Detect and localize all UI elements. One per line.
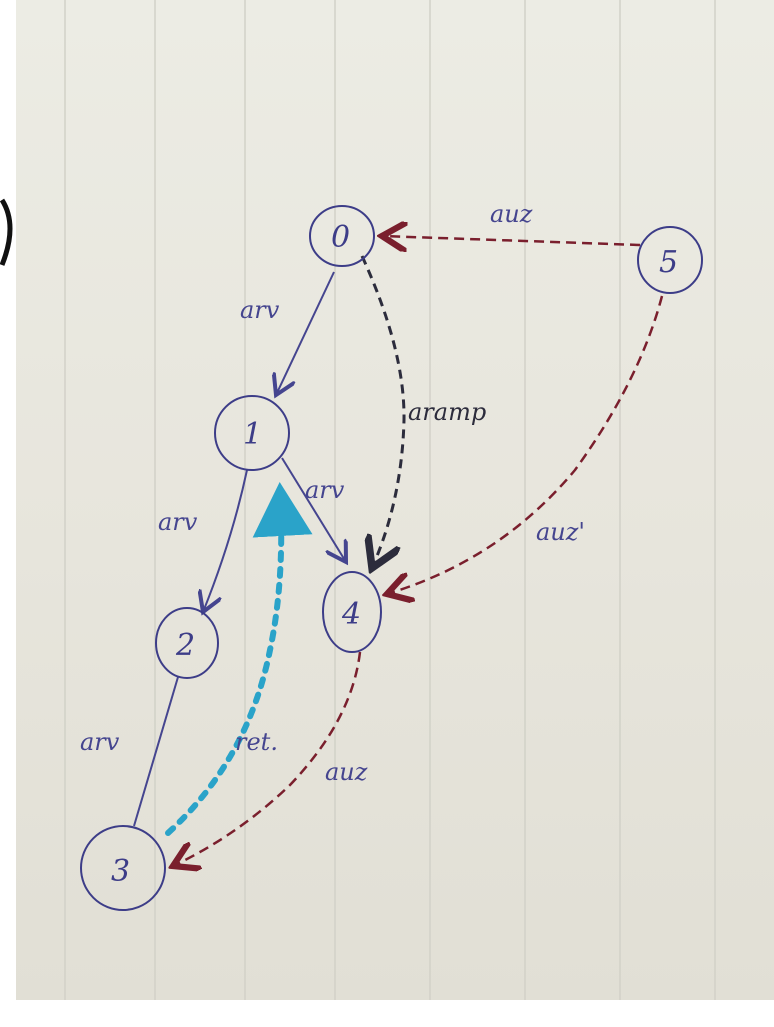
edge-4-3: auz <box>173 651 368 866</box>
edge-stroke-mark <box>0 198 13 266</box>
graph-node-3: 3 <box>80 825 166 911</box>
edge-label-3-1: ret. <box>235 728 278 756</box>
paper-rulings <box>64 0 716 1000</box>
graph-node-5: 5 <box>637 226 703 294</box>
edge-label-0-4: aramp <box>408 398 486 426</box>
edge-label-1-2: arv <box>158 508 198 536</box>
edge-label-0-1: arv <box>240 296 280 324</box>
edge-1-4: arv <box>281 457 346 562</box>
edge-5-0: auz <box>382 200 641 245</box>
graph-node-4: 4 <box>322 571 382 653</box>
node-label-2: 2 <box>175 628 195 663</box>
graph-node-2: 2 <box>155 607 219 679</box>
edge-label-2-3: arv <box>80 728 120 756</box>
edge-label-1-4: arv <box>305 476 345 504</box>
node-label-4: 4 <box>341 597 361 632</box>
node-label-0: 0 <box>331 220 350 255</box>
edge-5-4: auz' <box>387 295 664 594</box>
graph-node-0: 0 <box>309 205 375 267</box>
edge-2-3: arv <box>80 676 179 827</box>
edge-3-1: ret. <box>165 482 313 836</box>
edge-0-4: aramp <box>360 255 486 568</box>
edge-label-5-4: auz' <box>536 518 585 546</box>
edge-label-4-3: auz <box>325 758 368 786</box>
graph-node-1: 1 <box>214 395 290 471</box>
node-label-1: 1 <box>243 417 262 452</box>
notebook-paper <box>16 0 774 1000</box>
node-label-5: 5 <box>659 245 678 280</box>
edge-label-5-0: auz <box>490 200 533 228</box>
node-label-3: 3 <box>111 854 130 889</box>
edge-1-2: arv <box>158 469 248 612</box>
edge-0-1: arv <box>240 271 335 395</box>
